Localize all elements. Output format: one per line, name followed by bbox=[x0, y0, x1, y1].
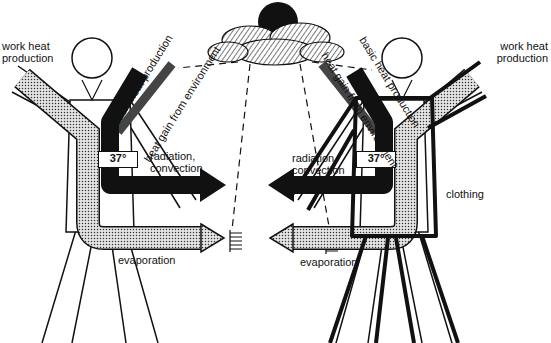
heat-label: work heat production bbox=[2, 40, 74, 64]
heat-label: radiation, convection bbox=[292, 152, 362, 176]
heat-label: radiation, convection bbox=[150, 150, 220, 174]
person-figure bbox=[12, 38, 226, 343]
heat-label: work heat production bbox=[476, 40, 548, 64]
temperature-box: 37° bbox=[98, 151, 138, 168]
heat-label: evaporation bbox=[300, 256, 380, 268]
temperature-text: 37° bbox=[99, 152, 137, 165]
heat-label: clothing bbox=[446, 188, 506, 200]
heat-label: evaporation bbox=[118, 254, 198, 266]
